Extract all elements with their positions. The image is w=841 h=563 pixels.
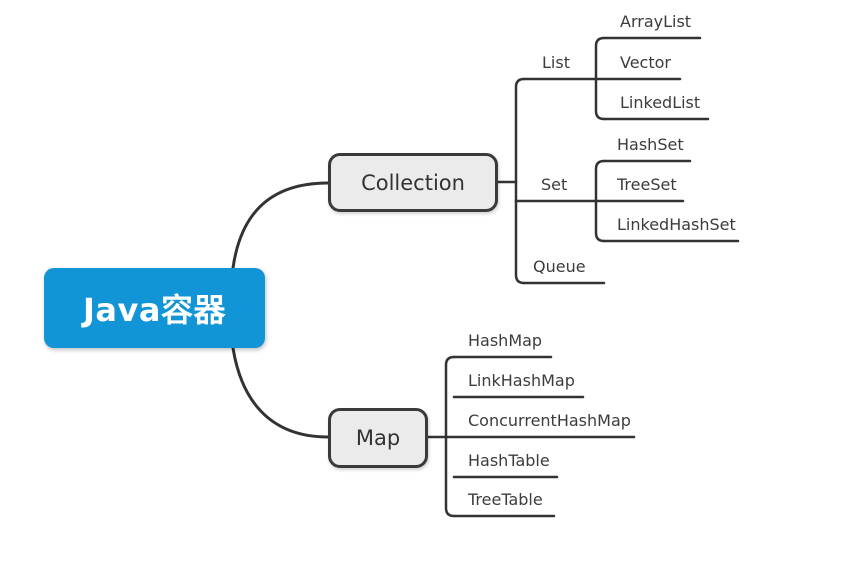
topic-set[interactable]: Set [541,175,568,194]
connector-root-collection [231,181,330,270]
topic-hashset[interactable]: HashSet [617,135,684,154]
connector-list-children-spine [594,36,606,121]
topic-arraylist[interactable]: ArrayList [620,12,692,31]
topic-hashmap[interactable]: HashMap [468,331,543,350]
topic-linkedhashset[interactable]: LinkedHashSet [617,215,736,234]
topic-list[interactable]: List [542,53,570,72]
topic-linkedlist[interactable]: LinkedList [620,93,701,112]
topic-concurrenthashmap[interactable]: ConcurrentHashMap [468,411,631,430]
connector-set-children-spine [594,159,606,243]
topic-queue[interactable]: Queue [533,257,586,276]
topic-hashtable[interactable]: HashTable [468,451,550,470]
connector-root-map [231,346,330,439]
topic-vector[interactable]: Vector [620,53,671,72]
connector-collection-spine [514,77,526,285]
topic-linkhashmap[interactable]: LinkHashMap [468,371,575,390]
topic-treetable[interactable]: TreeTable [468,490,543,509]
root-node-java-container[interactable]: Java容器 [44,268,265,348]
connector-map-children-spine [444,355,456,518]
branch-node-collection[interactable]: Collection [328,153,498,212]
branch-node-map[interactable]: Map [328,408,428,468]
topic-treeset[interactable]: TreeSet [617,175,677,194]
